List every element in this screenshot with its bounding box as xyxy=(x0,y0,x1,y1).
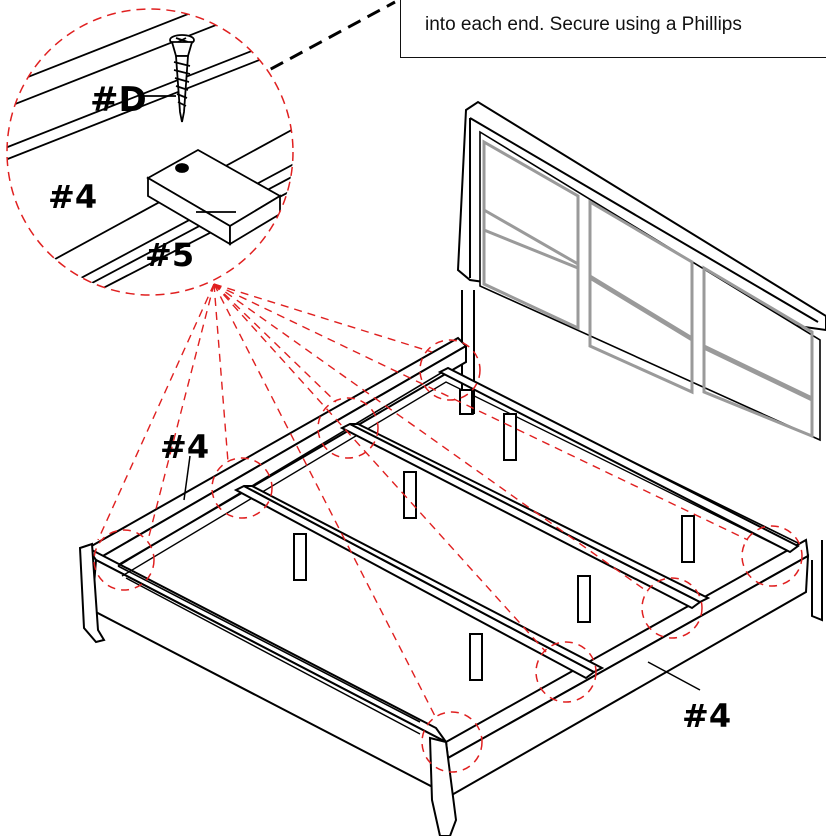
detail-leaders xyxy=(97,283,749,719)
screw-icon xyxy=(169,34,195,123)
label-slat-detail: #5 xyxy=(145,236,194,274)
headboard xyxy=(456,100,826,622)
instruction-box: into each end. Secure using a Phillips xyxy=(400,0,826,58)
rail-labels: #4 #4 xyxy=(160,428,731,735)
label-screw-D: #D xyxy=(90,80,147,120)
label-right-rail: #4 xyxy=(682,697,731,735)
joint-circles xyxy=(93,339,803,773)
instruction-text: into each end. Secure using a Phillips xyxy=(425,14,742,35)
label-rail-detail: #4 xyxy=(48,178,97,216)
magnified-detail: #D #4 #5 xyxy=(6,8,294,296)
bed-frame xyxy=(78,336,810,836)
label-left-rail: #4 xyxy=(160,428,209,466)
